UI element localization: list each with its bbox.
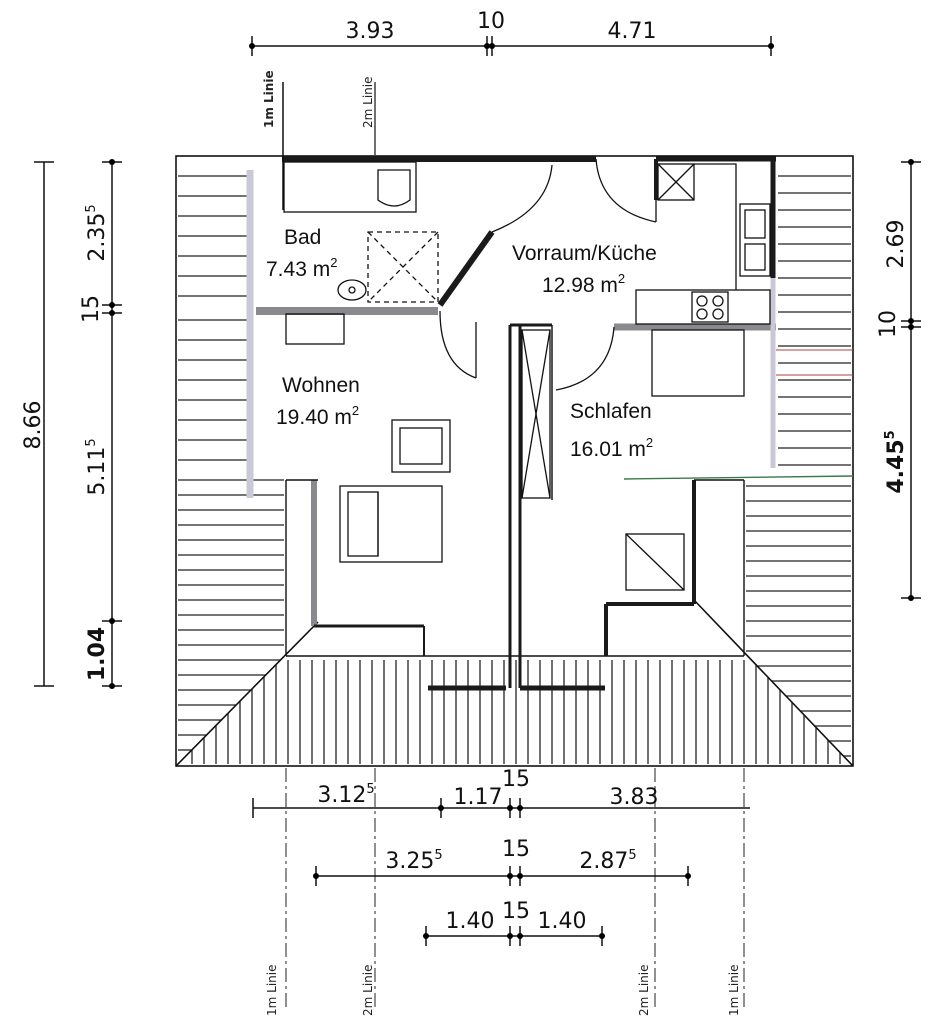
dim-b3-d: 1.40 — [538, 909, 587, 934]
label-2m-linie-top: 2m Linie — [361, 77, 375, 128]
bottom-dimension-3: 1.40 15 1.40 — [423, 899, 605, 946]
label-2m-linie-bottom-right: 2m Linie — [637, 965, 651, 1016]
dim-left-knee: 1.04 — [85, 627, 110, 681]
dim-b2-d-sup: 5 — [628, 848, 636, 863]
room-vorraum-unit: m — [600, 274, 618, 297]
room-vorraum-name: Vorraum/Küche — [512, 242, 657, 265]
dim-b3-c: 15 — [502, 899, 530, 924]
room-wohnen-exp: 2 — [352, 403, 359, 418]
room-bad-exp: 2 — [330, 255, 337, 270]
roof-hatching-bottom — [191, 660, 841, 764]
dim-right-lower-sup: 5 — [883, 430, 898, 439]
dim-b1-b: 1.17 — [454, 785, 503, 810]
room-schlafen-name: Schlafen — [570, 400, 652, 423]
room-vorraum: Vorraum/Küche 12.98 m2 — [512, 242, 657, 297]
dim-b3-a: 1.40 — [446, 909, 495, 934]
left-dimension: 8.66 2.355 15 5.115 1.04 — [21, 159, 122, 689]
room-bad: Bad 7.43 m2 — [266, 226, 337, 281]
dim-b1-a: 3.12 — [317, 783, 366, 808]
dim-b1-d: 3.83 — [610, 785, 659, 810]
room-bad-area: 7.43 — [266, 258, 307, 281]
room-vorraum-area: 12.98 — [542, 274, 595, 297]
dim-b1-a-sup: 5 — [366, 782, 374, 797]
doors — [439, 158, 657, 391]
room-vorraum-exp: 2 — [618, 271, 625, 286]
svg-text:5.115: 5.115 — [84, 438, 110, 495]
dim-top-right: 4.71 — [608, 19, 657, 44]
dim-b1-c: 15 — [502, 767, 530, 792]
svg-text:12.98 m2: 12.98 m2 — [542, 271, 625, 297]
dim-left-wall: 15 — [79, 295, 104, 323]
top-dimension: 3.93 10 4.71 — [249, 9, 774, 56]
dim-right-upper: 2.69 — [884, 220, 909, 269]
room-schlafen: Schlafen 16.01 m2 — [570, 400, 653, 461]
room-schlafen-area: 16.01 — [570, 438, 623, 461]
dim-b2-a: 3.25 — [385, 849, 434, 874]
interior-walls — [246, 82, 854, 691]
room-wohnen-unit: m — [334, 406, 352, 429]
label-1m-linie-top: 1m Linie — [262, 70, 276, 128]
height-lines — [285, 768, 745, 1010]
dim-b2-c: 15 — [502, 837, 530, 862]
dim-top-left: 3.93 — [346, 19, 395, 44]
svg-text:4.455: 4.455 — [883, 430, 909, 493]
dim-left-bad-sup: 5 — [84, 204, 99, 212]
roof-hatching-left — [178, 175, 284, 751]
svg-text:7.43 m2: 7.43 m2 — [266, 255, 337, 281]
dim-left-bad: 2.35 — [85, 213, 110, 262]
label-1m-linie-bottom-right: 1m Linie — [727, 965, 741, 1016]
svg-text:3.125: 3.125 — [317, 782, 374, 808]
room-wohnen-area: 19.40 — [276, 406, 329, 429]
svg-text:19.40 m2: 19.40 m2 — [276, 403, 359, 429]
outer-boundary — [175, 155, 854, 767]
dim-top-mid: 10 — [477, 9, 505, 34]
dim-b2-d: 2.87 — [579, 849, 628, 874]
label-2m-linie-bottom-left: 2m Linie — [361, 965, 375, 1016]
room-bad-unit: m — [313, 258, 331, 281]
dim-right-wall: 10 — [876, 310, 901, 338]
dim-left-total: 8.66 — [21, 401, 46, 450]
fixtures — [283, 161, 771, 591]
dim-left-wohnen-sup: 5 — [84, 438, 99, 446]
dim-left-wohnen: 5.11 — [85, 447, 110, 496]
room-wohnen: Wohnen 19.40 m2 — [276, 374, 360, 429]
roof-hatching-right — [746, 175, 851, 757]
right-dimension: 2.69 10 4.455 — [876, 159, 921, 601]
room-schlafen-unit: m — [628, 438, 646, 461]
dim-right-lower: 4.45 — [884, 439, 909, 493]
label-1m-linie-bottom-left: 1m Linie — [265, 965, 279, 1016]
svg-text:16.01 m2: 16.01 m2 — [570, 435, 653, 461]
bottom-dimension-2: 3.255 15 2.875 — [313, 837, 691, 886]
bottom-dimension-1: 3.125 1.17 15 3.83 — [252, 767, 750, 818]
room-bad-name: Bad — [284, 226, 321, 249]
room-schlafen-exp: 2 — [646, 435, 653, 450]
svg-text:3.255: 3.255 — [385, 848, 442, 874]
svg-text:2.355: 2.355 — [84, 204, 110, 261]
room-wohnen-name: Wohnen — [282, 374, 360, 397]
svg-text:2.875: 2.875 — [579, 848, 636, 874]
dim-b2-a-sup: 5 — [434, 848, 442, 863]
